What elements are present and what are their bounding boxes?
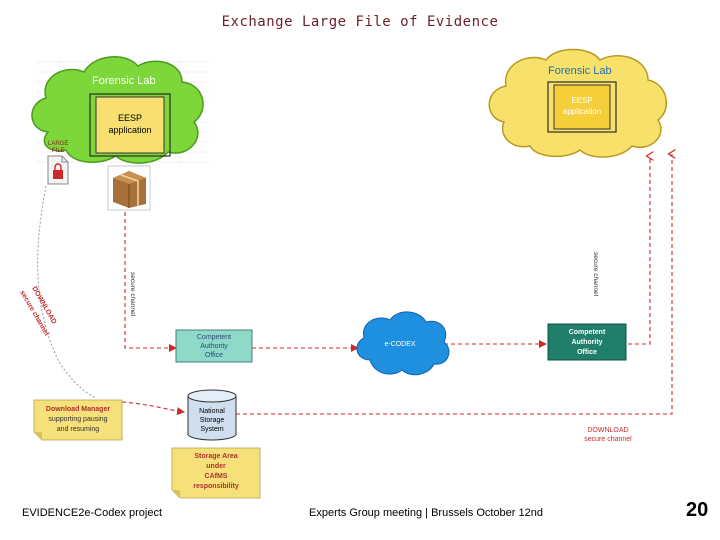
storage-area-line-2: under xyxy=(206,463,226,470)
package-box-icon xyxy=(107,165,151,211)
storage-area-line-3: CAfMS xyxy=(205,473,228,480)
storage-line-3: System xyxy=(200,426,224,433)
manager-to-storage-line xyxy=(121,401,185,416)
national-storage-system: National Storage System xyxy=(187,389,237,441)
right-authority-office: Competent Authority Office xyxy=(547,323,627,361)
storage-area-line-1: Storage Area xyxy=(194,453,237,460)
right-app-frame xyxy=(547,81,617,133)
download-manager-line-3: and resuming xyxy=(57,426,100,433)
left-app-box xyxy=(95,96,165,154)
large-file-line-2: FILE xyxy=(52,148,65,154)
locked-file-icon xyxy=(47,155,69,185)
right-authority-line-3: Office xyxy=(577,349,597,356)
left-secure-channel-label: secure channel xyxy=(129,272,136,317)
download-manager-line-1: Download Manager xyxy=(46,406,110,413)
page-number: 20 xyxy=(686,499,709,521)
left-authority-office: Competent Authority Office xyxy=(175,329,253,363)
download-right-line-1: DOWNLOAD xyxy=(587,427,628,434)
channel-lines xyxy=(121,154,672,416)
left-authority-line-1: Competent xyxy=(197,334,231,341)
right-secure-channel-line xyxy=(628,156,650,345)
left-secure-channel-line xyxy=(124,212,177,352)
right-app-line-2: application xyxy=(563,107,601,116)
large-file: LARGE FILE xyxy=(47,141,69,185)
download-curve-line xyxy=(37,185,97,399)
left-forensic-lab: Forensic Lab EESP application xyxy=(31,56,204,164)
download-right-line-2: secure channel xyxy=(584,436,632,443)
download-manager-note: Download Manager supporting pausing and … xyxy=(33,399,123,441)
right-lab-label: Forensic Lab xyxy=(548,65,612,77)
right-app-line-1: EESP xyxy=(571,96,592,105)
right-authority-line-2: Authority xyxy=(571,339,602,346)
storage-line-1: National xyxy=(199,408,225,415)
storage-area-line-4: responsibility xyxy=(193,483,239,490)
download-manager-line-2: supporting pausing xyxy=(48,416,107,423)
slide-title: Exchange Large File of Evidence xyxy=(221,14,499,30)
left-lab-label: Forensic Lab xyxy=(92,75,156,87)
storage-line-2: Storage xyxy=(200,417,225,424)
right-forensic-lab: Forensic Lab EESP application xyxy=(488,48,668,158)
right-authority-line-1: Competent xyxy=(569,329,606,336)
left-authority-line-3: Office xyxy=(205,352,223,359)
right-app-box xyxy=(553,84,611,130)
left-app-line-1: EESP xyxy=(118,113,142,123)
large-file-line-1: LARGE xyxy=(48,141,68,147)
left-authority-line-2: Authority xyxy=(200,343,228,350)
footer-meeting: Experts Group meeting | Brussels October… xyxy=(309,507,543,519)
right-secure-channel-label: secure channel xyxy=(592,252,599,297)
footer-project: EVIDENCE2e-Codex project xyxy=(22,507,163,519)
ecodex-cloud: e-CODEX xyxy=(356,311,450,376)
left-app-line-2: application xyxy=(108,125,151,135)
storage-area-note: Storage Area under CAfMS responsibility xyxy=(171,447,261,499)
ecodex-label: e-CODEX xyxy=(384,341,415,348)
left-app-frame xyxy=(89,93,171,157)
download-right-line xyxy=(236,154,672,415)
